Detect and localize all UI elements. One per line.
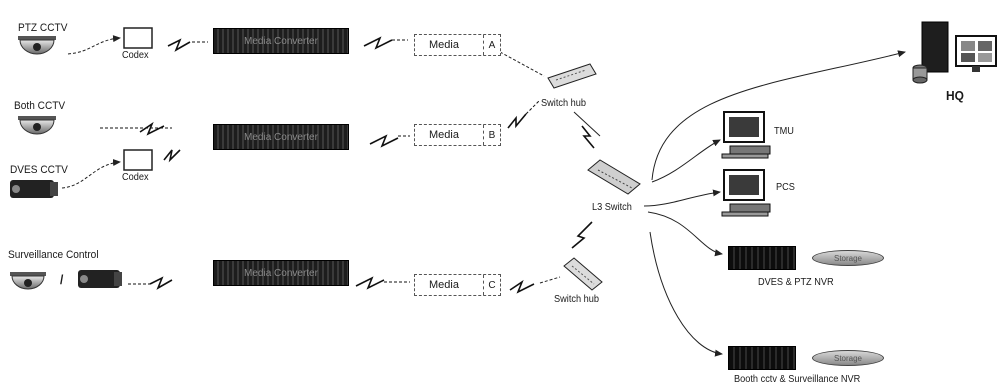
media-converter-b: Media Converter <box>213 124 349 150</box>
booth-nvr-label: Booth cctv & Surveillance NVR <box>734 374 861 385</box>
switch-hub-top-label: Switch hub <box>541 98 587 109</box>
media-box-b: Media B <box>414 124 501 146</box>
media-converter-c: Media Converter <box>213 260 349 286</box>
pcs-computer-icon <box>721 169 771 217</box>
switch-hub-bottom-icon <box>563 257 603 291</box>
hq-server-icon <box>912 21 949 84</box>
media-converter-a: Media Converter <box>213 28 349 54</box>
media-a-label: Media <box>429 39 459 51</box>
switch-hub-bottom-label: Switch hub <box>554 294 600 305</box>
media-c-letter: C <box>483 275 500 295</box>
codex-bottom-icon <box>123 149 153 171</box>
pcs-label: PCS <box>776 182 795 193</box>
dves-cctv-label: DVES CCTV <box>10 164 68 176</box>
media-box-c: Media C <box>414 274 501 296</box>
hq-label: HQ <box>946 88 964 103</box>
both-cctv-label: Both CCTV <box>14 100 66 112</box>
ptz-camera-icon <box>18 36 56 55</box>
camera-separator: / <box>60 272 64 287</box>
bullet-camera-icon <box>10 180 58 198</box>
switch-hub-top-icon <box>547 63 597 89</box>
wireless-links <box>100 36 595 294</box>
dves-storage-icon: Storage <box>812 250 884 266</box>
media-c-label: Media <box>429 279 459 291</box>
l3-switch-label: L3 Switch <box>592 202 632 213</box>
l3-switch-icon <box>587 159 641 195</box>
tmu-label: TMU <box>774 126 794 137</box>
codex-top-icon <box>123 27 153 49</box>
codex-bottom-label: Codex <box>122 172 149 183</box>
booth-storage-icon: Storage <box>812 350 884 366</box>
dves-nvr-unit <box>728 246 796 270</box>
media-b-letter: B <box>483 125 500 145</box>
surveillance-bullet-icon <box>78 270 122 288</box>
media-box-a: Media A <box>414 34 501 56</box>
surveillance-control-label: Surveillance Control <box>8 249 99 261</box>
booth-nvr-unit <box>728 346 796 370</box>
ptz-cctv-label: PTZ CCTV <box>18 22 68 34</box>
hq-monitor-icon <box>955 35 997 72</box>
tmu-computer-icon <box>721 111 771 159</box>
media-a-letter: A <box>483 35 500 55</box>
dome-camera-icon <box>18 116 56 135</box>
codex-top-label: Codex <box>122 50 149 61</box>
surveillance-dome-icon <box>10 272 46 290</box>
connectors <box>61 35 906 357</box>
media-b-label: Media <box>429 129 459 141</box>
dves-nvr-label: DVES & PTZ NVR <box>758 277 834 288</box>
